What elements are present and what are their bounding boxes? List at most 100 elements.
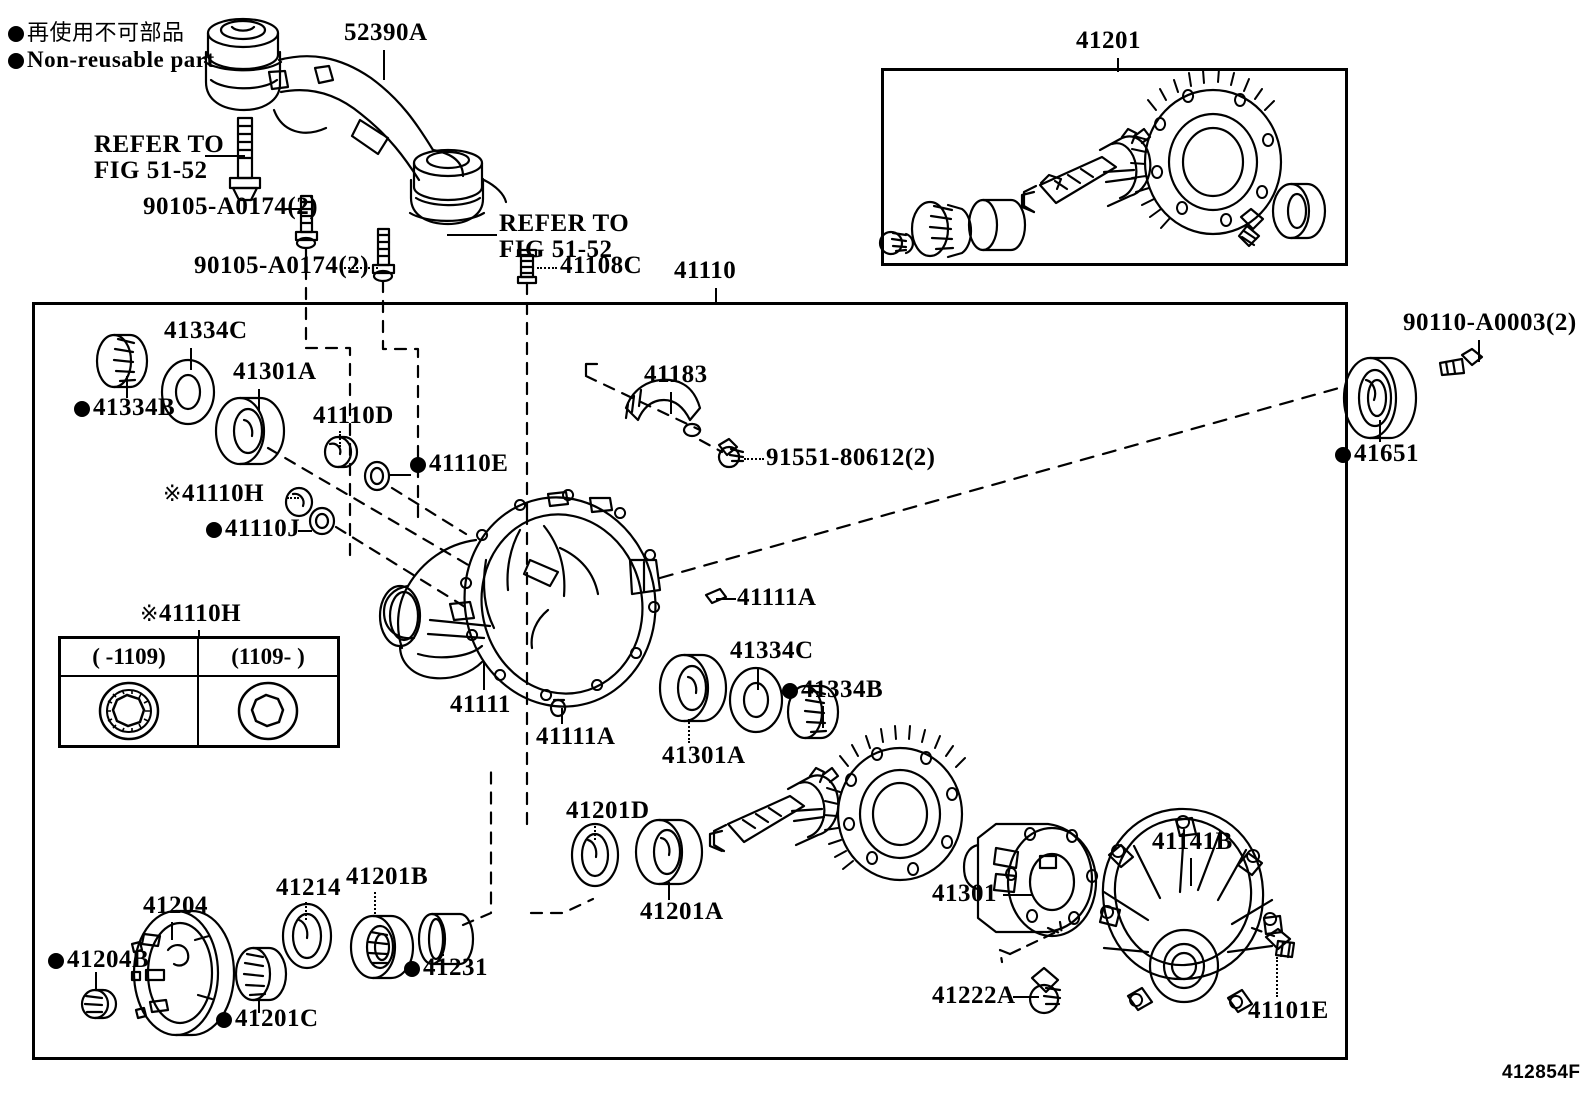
callout-41204B: 41204B xyxy=(48,946,149,973)
variant-cell-early-image xyxy=(61,677,199,745)
leader-91551 xyxy=(744,458,764,460)
leader-41201A xyxy=(668,882,670,900)
leader-41111A-2 xyxy=(561,708,563,724)
callout-41110J: 41110J xyxy=(206,515,300,542)
variant-cell-late-image xyxy=(199,677,337,745)
leader-41301A-1 xyxy=(258,389,260,411)
callout-90105-A0174-1: 90105-A0174(2) xyxy=(143,193,319,220)
leader-41201D xyxy=(594,826,596,840)
callout-41301A-2: 41301A xyxy=(662,742,746,769)
callout-91551-80612: 91551-80612(2) xyxy=(766,444,936,471)
leader-41111 xyxy=(483,662,485,690)
leader-41204 xyxy=(171,922,173,940)
art-bolt-refer-1 xyxy=(228,116,262,202)
callout-41201B: 41201B xyxy=(346,863,429,890)
leader-41101E xyxy=(1276,957,1278,997)
nonreusable-dot-icon xyxy=(206,522,222,538)
legend-english: Non-reusable part xyxy=(8,47,215,72)
callout-41334C-2: 41334C xyxy=(730,637,814,664)
variant-col-late: (1109- ) xyxy=(199,639,337,677)
leader-90105-2 xyxy=(340,267,378,269)
leader-41110D xyxy=(339,431,341,447)
callout-41108C: 41108C xyxy=(560,252,643,279)
callout-41110H: ※41110H xyxy=(163,480,265,507)
callout-90110-A0003: 90110-A0003(2) xyxy=(1403,309,1577,336)
callout-41301A-1: 41301A xyxy=(233,358,317,385)
callout-41111A-1: 41111A xyxy=(737,584,817,611)
variant-table-title: ※41110H xyxy=(140,600,242,627)
asterisk-mark-icon: ※ xyxy=(163,482,182,507)
callout-41334B-2: 41334B xyxy=(782,676,883,703)
callout-41201: 41201 xyxy=(1076,27,1141,54)
nonreusable-dot-icon xyxy=(1335,447,1351,463)
leader-41201 xyxy=(1117,58,1119,72)
leader-41231 xyxy=(442,930,444,956)
nonreusable-dot-icon xyxy=(74,401,90,417)
callout-41204: 41204 xyxy=(143,892,208,919)
art-screw-90105-2 xyxy=(371,227,396,283)
leader-41334C-1 xyxy=(190,348,192,370)
callout-41301: 41301 xyxy=(932,880,997,907)
leader-41334B-2 xyxy=(822,706,824,728)
note-refer-line2: FIG 51-52 xyxy=(94,157,208,185)
leader-refer-2 xyxy=(447,234,497,236)
note-refer-to-fig-2: REFER TO FIG 51-52 xyxy=(499,210,629,264)
nonreusable-dot-icon xyxy=(404,961,420,977)
leader-41110 xyxy=(715,288,717,304)
leader-41222A xyxy=(1013,996,1039,998)
art-90110-bolt xyxy=(1438,347,1484,377)
leader-41110E xyxy=(389,474,411,476)
callout-41141B: 41141B xyxy=(1152,828,1233,855)
leader-52390A xyxy=(383,50,385,80)
callout-41111A-2: 41111A xyxy=(536,723,616,750)
nonreusable-dot-icon xyxy=(8,26,24,42)
variant-col-early: ( -1109) xyxy=(61,639,199,677)
leader-41651 xyxy=(1379,420,1381,442)
callout-41651: 41651 xyxy=(1335,440,1419,467)
leader-41108C xyxy=(537,267,557,269)
leader-41110J xyxy=(298,530,312,532)
leader-variant-table xyxy=(198,630,200,638)
callout-52390A: 52390A xyxy=(344,19,428,46)
asterisk-mark-icon: ※ xyxy=(140,602,159,627)
leader-41110H xyxy=(287,497,299,499)
nonreusable-dot-icon xyxy=(216,1012,232,1028)
leader-41201C xyxy=(258,999,260,1013)
leader-41201B xyxy=(374,892,376,914)
nonreusable-dot-icon xyxy=(48,953,64,969)
callout-41222A: 41222A xyxy=(932,982,1016,1009)
leader-41214 xyxy=(305,902,307,920)
variant-table-header: ( -1109) (1109- ) xyxy=(61,639,337,677)
callout-41214: 41214 xyxy=(276,874,341,901)
plug-textured-icon xyxy=(98,681,160,741)
variant-table-41110H: ( -1109) (1109- ) xyxy=(58,636,340,748)
callout-41101E: 41101E xyxy=(1248,997,1329,1024)
callout-41334C-1: 41334C xyxy=(164,317,248,344)
sub-assembly-41201-box xyxy=(881,68,1348,266)
leader-41301A-2 xyxy=(688,719,690,743)
callout-41110D: 41110D xyxy=(313,402,394,429)
note-refer2-line2: FIG 51-52 xyxy=(499,236,613,264)
callout-41201D: 41201D xyxy=(566,797,650,824)
leader-41111A-1 xyxy=(716,598,736,600)
callout-41183: 41183 xyxy=(644,361,708,388)
leader-refer-1 xyxy=(205,155,245,157)
leader-41334C-2 xyxy=(757,668,759,690)
callout-90105-A0174-2: 90105-A0174(2) xyxy=(194,252,370,279)
leader-90105-1 xyxy=(286,208,304,210)
nonreusable-dot-icon xyxy=(410,457,426,473)
main-assembly-41110-box xyxy=(32,302,1348,1060)
callout-41201C: 41201C xyxy=(216,1005,319,1032)
diagram-corner-id: 412854F xyxy=(1502,1062,1581,1083)
callout-41334B-1: 41334B xyxy=(74,394,175,421)
callout-41231: 41231 xyxy=(404,954,488,981)
leader-90110 xyxy=(1478,340,1480,362)
callout-41110: 41110 xyxy=(674,257,737,284)
leader-41334B-1 xyxy=(126,376,128,398)
note-refer-line1: REFER TO xyxy=(94,131,225,158)
callout-41111: 41111 xyxy=(450,691,511,718)
note-refer-to-fig-1: REFER TO FIG 51-52 xyxy=(94,131,225,185)
nonreusable-dot-icon xyxy=(782,683,798,699)
nonreusable-dot-icon xyxy=(8,53,24,69)
